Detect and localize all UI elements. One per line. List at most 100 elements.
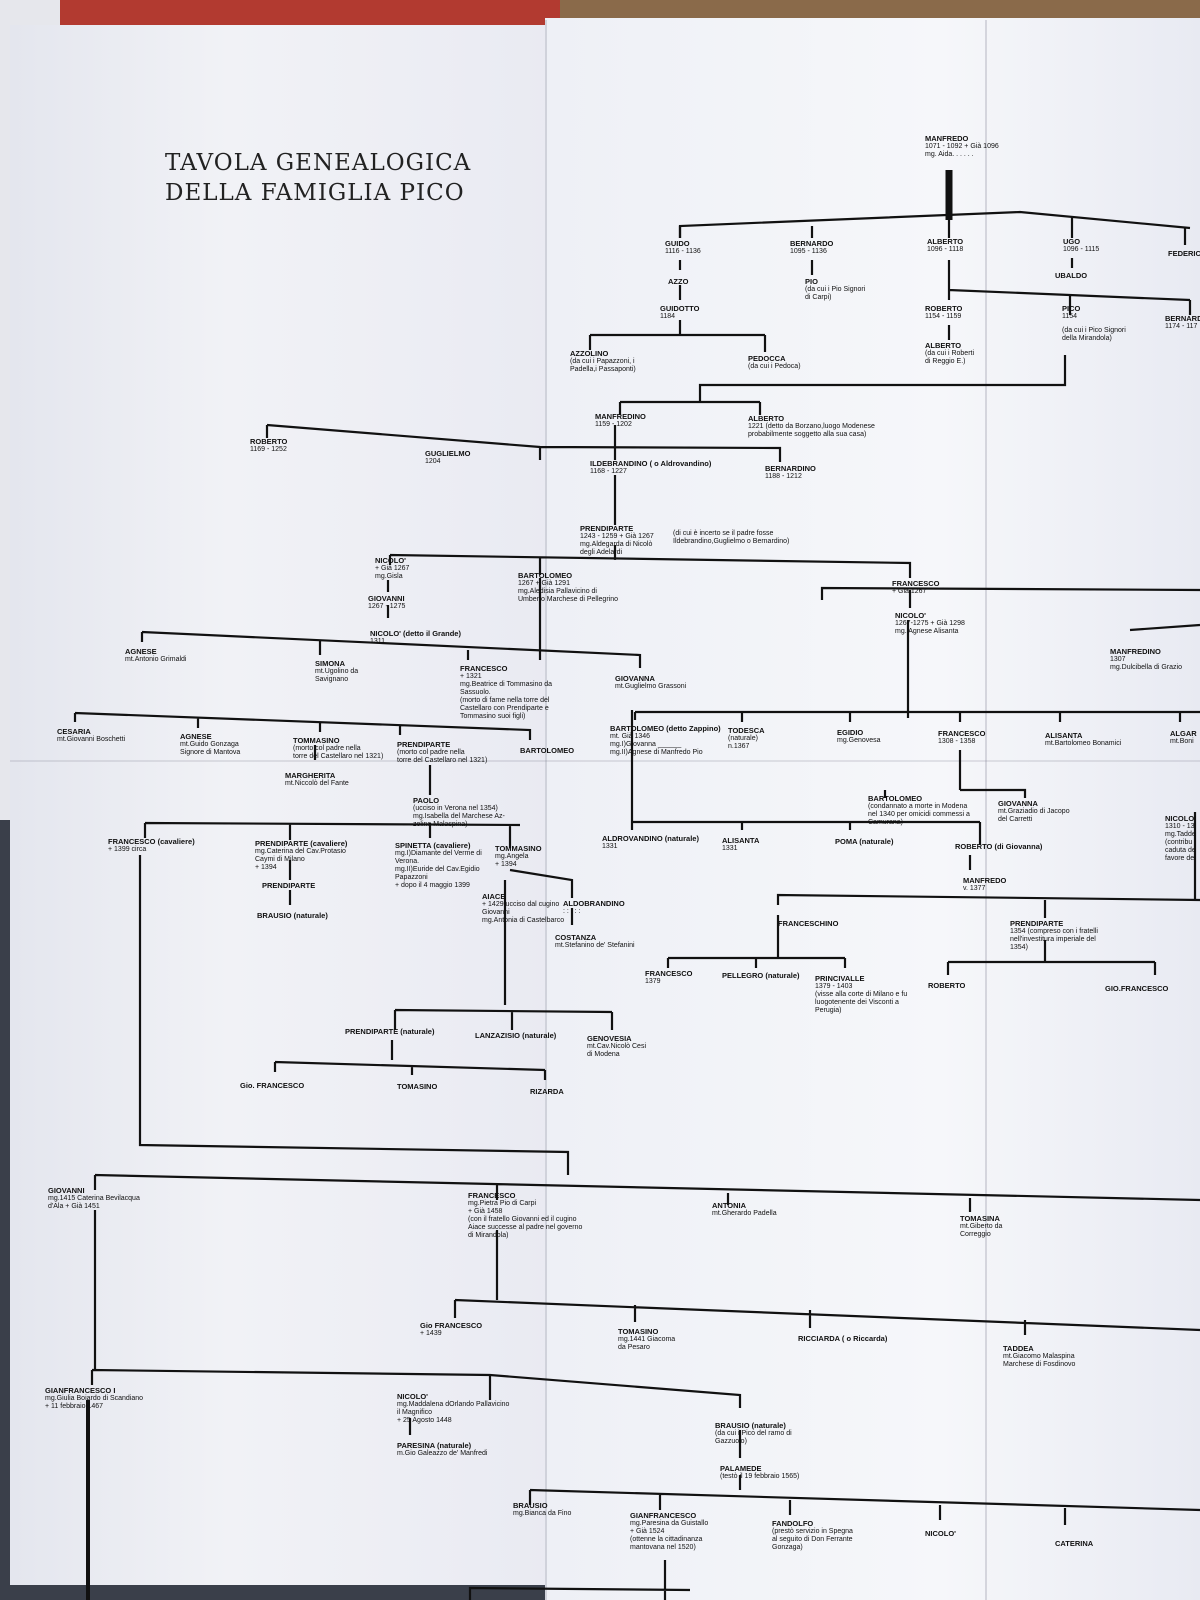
person-name: LANZAZISIO (naturale)	[475, 1031, 557, 1040]
person-name: PIO	[805, 277, 818, 286]
person-name: FRANCESCO	[460, 664, 508, 673]
person-detail-line: 1116 - 1136	[665, 248, 701, 255]
person-name: PAOLO	[413, 796, 440, 805]
person-node-prendiparte4: PRENDIPARTE	[262, 882, 315, 890]
person-detail-line: 1354)	[1010, 944, 1028, 951]
person-detail-line: 1168 - 1227	[590, 468, 627, 475]
person-name: AGNESE	[125, 647, 157, 656]
person-detail-line: + 25 Agosto 1448	[397, 1417, 452, 1424]
person-name: RICCIARDA ( o Riccarda)	[798, 1334, 888, 1343]
person-name: ALISANTA	[1045, 731, 1083, 740]
person-detail-line: mg.Angela	[495, 853, 529, 860]
person-detail-line: Aiace successe al padre nel governo	[468, 1224, 583, 1231]
person-detail-line: (da cui i Pio Signori	[805, 286, 866, 293]
person-detail-line: + Già 1524	[630, 1528, 665, 1535]
person-detail-line: 1096 - 1118	[927, 246, 964, 253]
person-detail-line: 1204	[425, 458, 441, 465]
person-detail-line: 1221 (detto da Borzano,luogo Modenese	[748, 423, 875, 430]
person-name: PICO	[1062, 304, 1081, 313]
person-name: FRANCESCO	[938, 729, 986, 738]
person-detail-line: (prestò servizio in Spegna	[772, 1528, 853, 1535]
person-detail-line: nel 1340 per omicidi commessi a	[868, 811, 970, 818]
person-detail-line: 1243 - 1259 + Già 1267	[580, 533, 654, 540]
person-detail-line: Umberto Marchese di Pellegrino	[518, 596, 618, 603]
person-detail-line: 1174 - 117	[1165, 323, 1198, 330]
person-name: ROBERTO	[250, 437, 288, 446]
person-node-palamede: PALAMEDE(testò il 19 febbraio 1565)	[720, 1465, 799, 1481]
person-detail-line: Caymi di Milano	[255, 856, 305, 863]
person-name: BARTOLOMEO (detto Zappino)	[610, 724, 721, 733]
person-node-paolo: PAOLO(ucciso in Verona nel 1354)mg.Isabe…	[413, 797, 505, 829]
person-detail-line: mt.Graziadio di Jacopo	[998, 808, 1070, 815]
person-name: GUGLIELMO	[425, 449, 471, 458]
person-node-roberto4: ROBERTO	[928, 982, 965, 990]
person-name: FRANCESCO	[468, 1191, 516, 1200]
person-detail-line: (visse alla corte di Milano e fu	[815, 991, 908, 998]
person-detail-line: + 11 febbraio 1467	[45, 1403, 104, 1410]
person-detail-line: 1379 - 1403	[815, 983, 853, 990]
person-name: PEDOCCA	[748, 354, 786, 363]
person-detail-line: Signore di Mantova	[180, 749, 241, 756]
person-detail-line: n.1367	[728, 743, 750, 750]
person-name: BARTOLOMEO	[868, 794, 923, 803]
person-detail-line: 1096 - 1115	[1063, 246, 1100, 253]
person-detail-line: mg.I)Giovanna ______	[610, 741, 682, 748]
person-detail-line: torre del Castellaro nel 1321)	[293, 753, 384, 760]
person-name: POMA (naturale)	[835, 837, 894, 846]
person-detail-line: mt.Ugolino da	[315, 668, 359, 675]
person-name: MARGHERITA	[285, 771, 336, 780]
person-detail-line: (morto col padre nella	[397, 749, 465, 756]
person-detail-line: 1331	[602, 843, 618, 850]
person-detail-line: di Mirandola)	[468, 1232, 509, 1239]
person-detail-line: mg.Gisla	[375, 573, 403, 580]
person-name: PRENDIPARTE	[397, 740, 451, 749]
person-node-aldobrandino: ALDOBRANDINO: : : : :	[563, 900, 625, 916]
person-detail-line: Perugia)	[815, 1007, 842, 1014]
person-name: FRANCESCO (cavaliere)	[108, 837, 195, 846]
person-name: TOMASINA	[960, 1214, 1000, 1223]
person-name: ALBERTO	[748, 414, 785, 423]
person-name: BERNARD	[1165, 314, 1200, 323]
person-node-ildebrandino: ILDEBRANDINO ( o Aldrovandino)1168 - 122…	[590, 460, 711, 476]
person-name: UGO	[1063, 237, 1081, 246]
person-name: BRAUSIO	[513, 1501, 548, 1510]
person-detail-line: mg.Genovesa	[837, 737, 881, 744]
person-node-prendiparte6: PRENDIPARTE (naturale)	[345, 1028, 434, 1036]
person-name: PRENDIPARTE	[580, 524, 634, 533]
person-detail-line: 1071 - 1092 + Già 1096	[925, 143, 999, 150]
person-name: MANFREDINO	[595, 412, 646, 421]
person-name: TOMASINO	[618, 1327, 659, 1336]
person-detail-line: mt. Già 1346	[610, 733, 651, 740]
person-detail-line: mt.Stefanino de' Stefanini	[555, 942, 635, 949]
person-name: CATERINA	[1055, 1539, 1094, 1548]
person-detail-line: mg.Isabella del Marchese Az-	[413, 813, 505, 820]
person-detail-line: mg.Aledisia Pallavicino di	[518, 588, 597, 595]
person-node-bartolomeo2: BARTOLOMEO	[520, 747, 574, 755]
person-name: ILDEBRANDINO ( o Aldrovandino)	[590, 459, 712, 468]
person-detail-line: 1188 - 1212	[765, 473, 802, 480]
person-node-francesco4: FRANCESCO (cavaliere)+ 1399 circa	[108, 838, 195, 854]
person-detail-line: + 1394	[255, 864, 277, 871]
person-node-ubaldo: UBALDO	[1055, 272, 1087, 280]
person-node-giofrancesco3: Gio FRANCESCO+ 1439	[420, 1322, 482, 1338]
person-detail-line: Sassuolo.	[460, 689, 491, 696]
person-name: BERNARDINO	[765, 464, 816, 473]
person-node-nicolo6: NICOLO'	[925, 1530, 956, 1538]
person-detail-line: (di cui è incerto se il padre fosse	[673, 530, 774, 537]
chart-title-line-2: DELLA FAMIGLIA PICO	[165, 180, 465, 206]
